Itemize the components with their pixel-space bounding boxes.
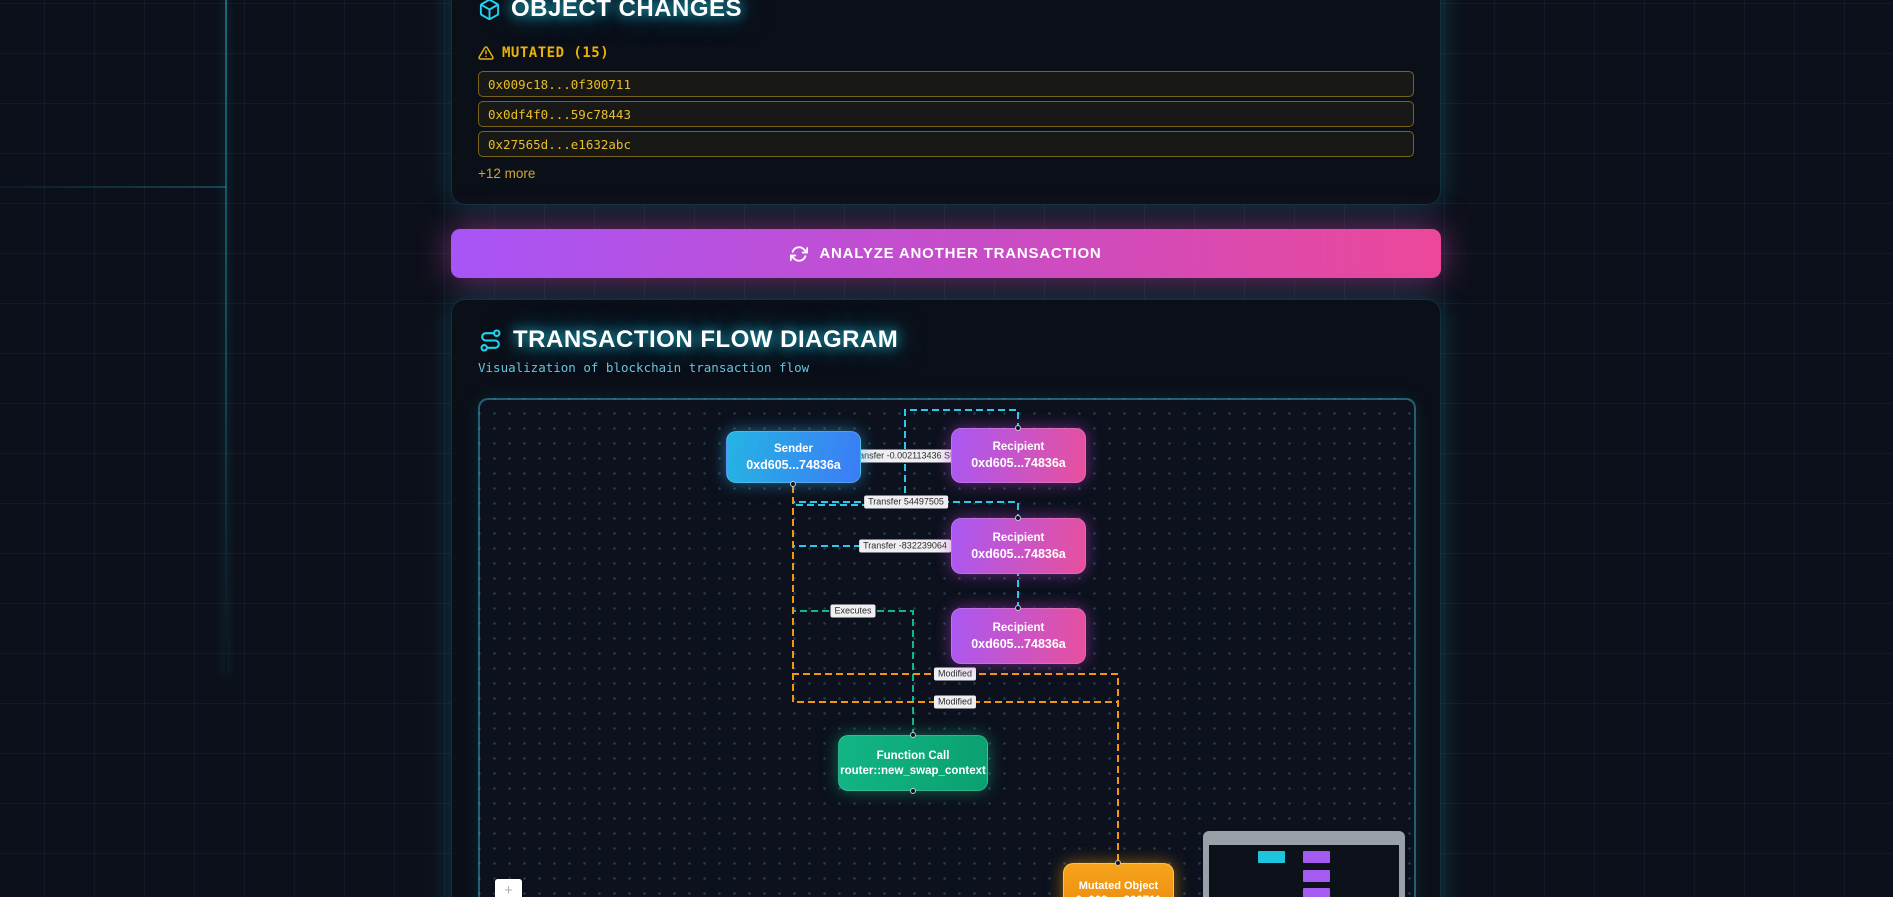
transaction-flow-panel: TRANSACTION FLOW DIAGRAM Visualization o… [451,299,1441,897]
flow-node-sender[interactable]: Sender 0xd605...74836a [726,431,861,483]
minimap-node-sender [1258,851,1285,863]
analyze-another-transaction-button[interactable]: ANALYZE ANOTHER TRANSACTION [451,229,1441,278]
flow-minimap[interactable] [1203,831,1405,897]
node-title: Sender [774,442,813,455]
object-hash: 0x009c18...0f300711 [488,76,631,92]
node-handle[interactable] [1015,425,1021,431]
show-more-link[interactable]: +12 more [478,166,536,181]
minimap-node-recipient [1303,870,1330,882]
route-icon [480,328,501,352]
node-handle[interactable] [1015,515,1021,521]
warning-icon [478,46,494,60]
left-accent-rule [0,186,226,188]
analyze-button-label: ANALYZE ANOTHER TRANSACTION [819,245,1102,262]
minimap-viewport [1209,845,1399,897]
flow-subtitle: Visualization of blockchain transaction … [478,360,810,375]
flow-diagram-canvas[interactable]: Transfer -0.002113436 SUI Transfer 54497… [478,398,1416,897]
node-handle[interactable] [1015,605,1021,611]
flow-title-row: TRANSACTION FLOW DIAGRAM [478,326,1414,354]
node-title: Recipient [992,531,1045,544]
node-title: Recipient [992,441,1045,453]
node-handle[interactable] [790,481,796,487]
flow-node-recipient-3[interactable]: Recipient 0xd605...74836a [951,608,1086,664]
node-function: router::new_swap_context [840,764,986,777]
node-title: Function Call [876,749,950,762]
node-address: 0x009c...300711 [1076,895,1162,897]
object-hash: 0x27565d...e1632abc [488,136,631,152]
mutated-object-entry[interactable]: 0x27565d...e1632abc [478,131,1414,157]
flow-controls: + − [495,879,522,897]
mutated-heading: MUTATED (15) [502,45,610,61]
flow-node-recipient-1[interactable]: Recipient 0xd605...74836a [951,428,1086,483]
flow-title: TRANSACTION FLOW DIAGRAM [513,326,899,353]
minimap-node-recipient [1303,851,1330,863]
node-handle[interactable] [910,732,916,738]
edge-label-transfer-sui: Transfer -0.002113436 SUI [846,449,964,463]
left-accent-line [225,0,227,676]
flow-node-mutated-object[interactable]: Mutated Object 0x009c...300711 [1063,863,1174,897]
node-address: 0xd605...74836a [971,456,1066,470]
mutated-object-list: 0x009c18...0f300711 0x0df4f0...59c78443 … [478,71,1414,157]
edge-transfer-1 [792,486,1019,518]
edge-label-modified-1: Modified [933,667,977,681]
edge-label-modified-2: Modified [933,695,977,709]
mutated-heading-row: MUTATED (15) [478,45,1414,61]
node-address: 0xd605...74836a [971,546,1066,561]
node-handle[interactable] [1115,860,1121,866]
mutated-object-entry[interactable]: 0x009c18...0f300711 [478,71,1414,97]
mutated-object-entry[interactable]: 0x0df4f0...59c78443 [478,101,1414,127]
node-title: Recipient [992,621,1045,634]
edge-label-transfer-2: Transfer -832239064 [859,539,951,553]
flow-node-recipient-2[interactable]: Recipient 0xd605...74836a [951,518,1086,574]
edge-label-transfer-1: Transfer 54497505 [864,495,948,509]
box-icon [479,0,500,20]
object-changes-title: OBJECT CHANGES [511,0,743,22]
node-handle[interactable] [910,788,916,794]
node-title: Mutated Object [1078,879,1159,892]
minimap-node-recipient [1303,888,1330,897]
zoom-in-button[interactable]: + [495,879,522,897]
refresh-icon [790,245,809,262]
object-hash: 0x0df4f0...59c78443 [488,106,631,122]
node-address: 0xd605...74836a [971,636,1066,651]
edge-label-executes: Executes [830,604,876,618]
flow-edges [792,409,1119,863]
node-address: 0xd605...74836a [746,457,841,472]
object-changes-panel: OBJECT CHANGES MUTATED (15) 0x009c18...0… [451,0,1441,205]
object-changes-title-row: OBJECT CHANGES [478,0,1414,23]
flow-node-function-call[interactable]: Function Call router::new_swap_context [838,735,988,791]
